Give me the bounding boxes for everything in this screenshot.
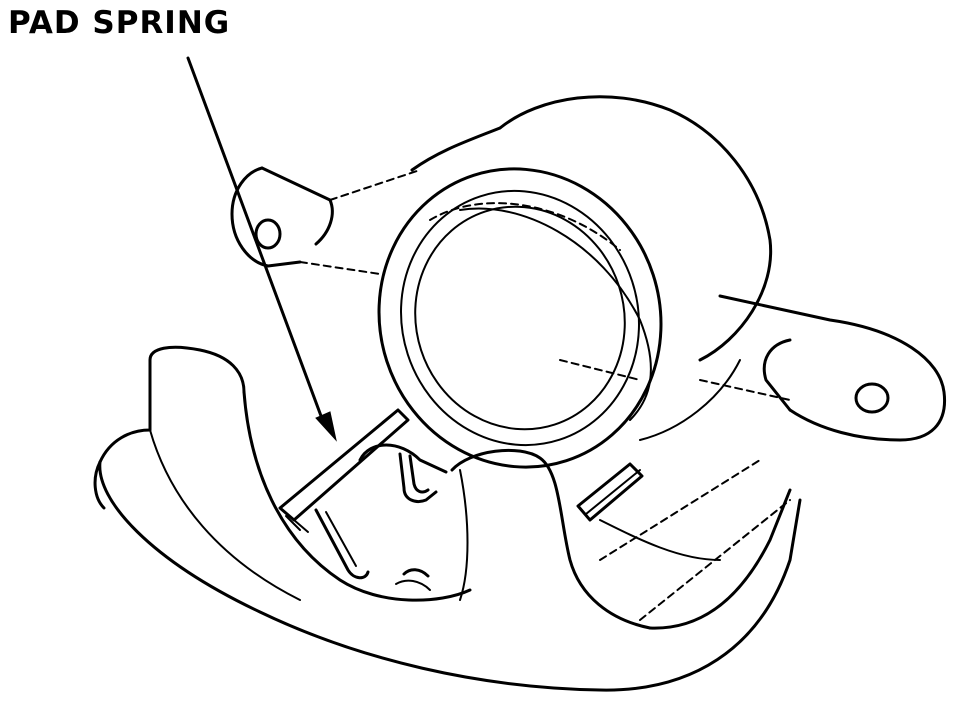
left-mounting-ear [230, 166, 421, 275]
pad-spring-label: PAD SPRING [8, 5, 231, 41]
leader-arrow [186, 56, 337, 442]
pad-spring [278, 408, 644, 591]
piston-cylinder [377, 95, 773, 469]
caliper-body [93, 345, 802, 692]
right-mounting-ear [699, 294, 947, 442]
